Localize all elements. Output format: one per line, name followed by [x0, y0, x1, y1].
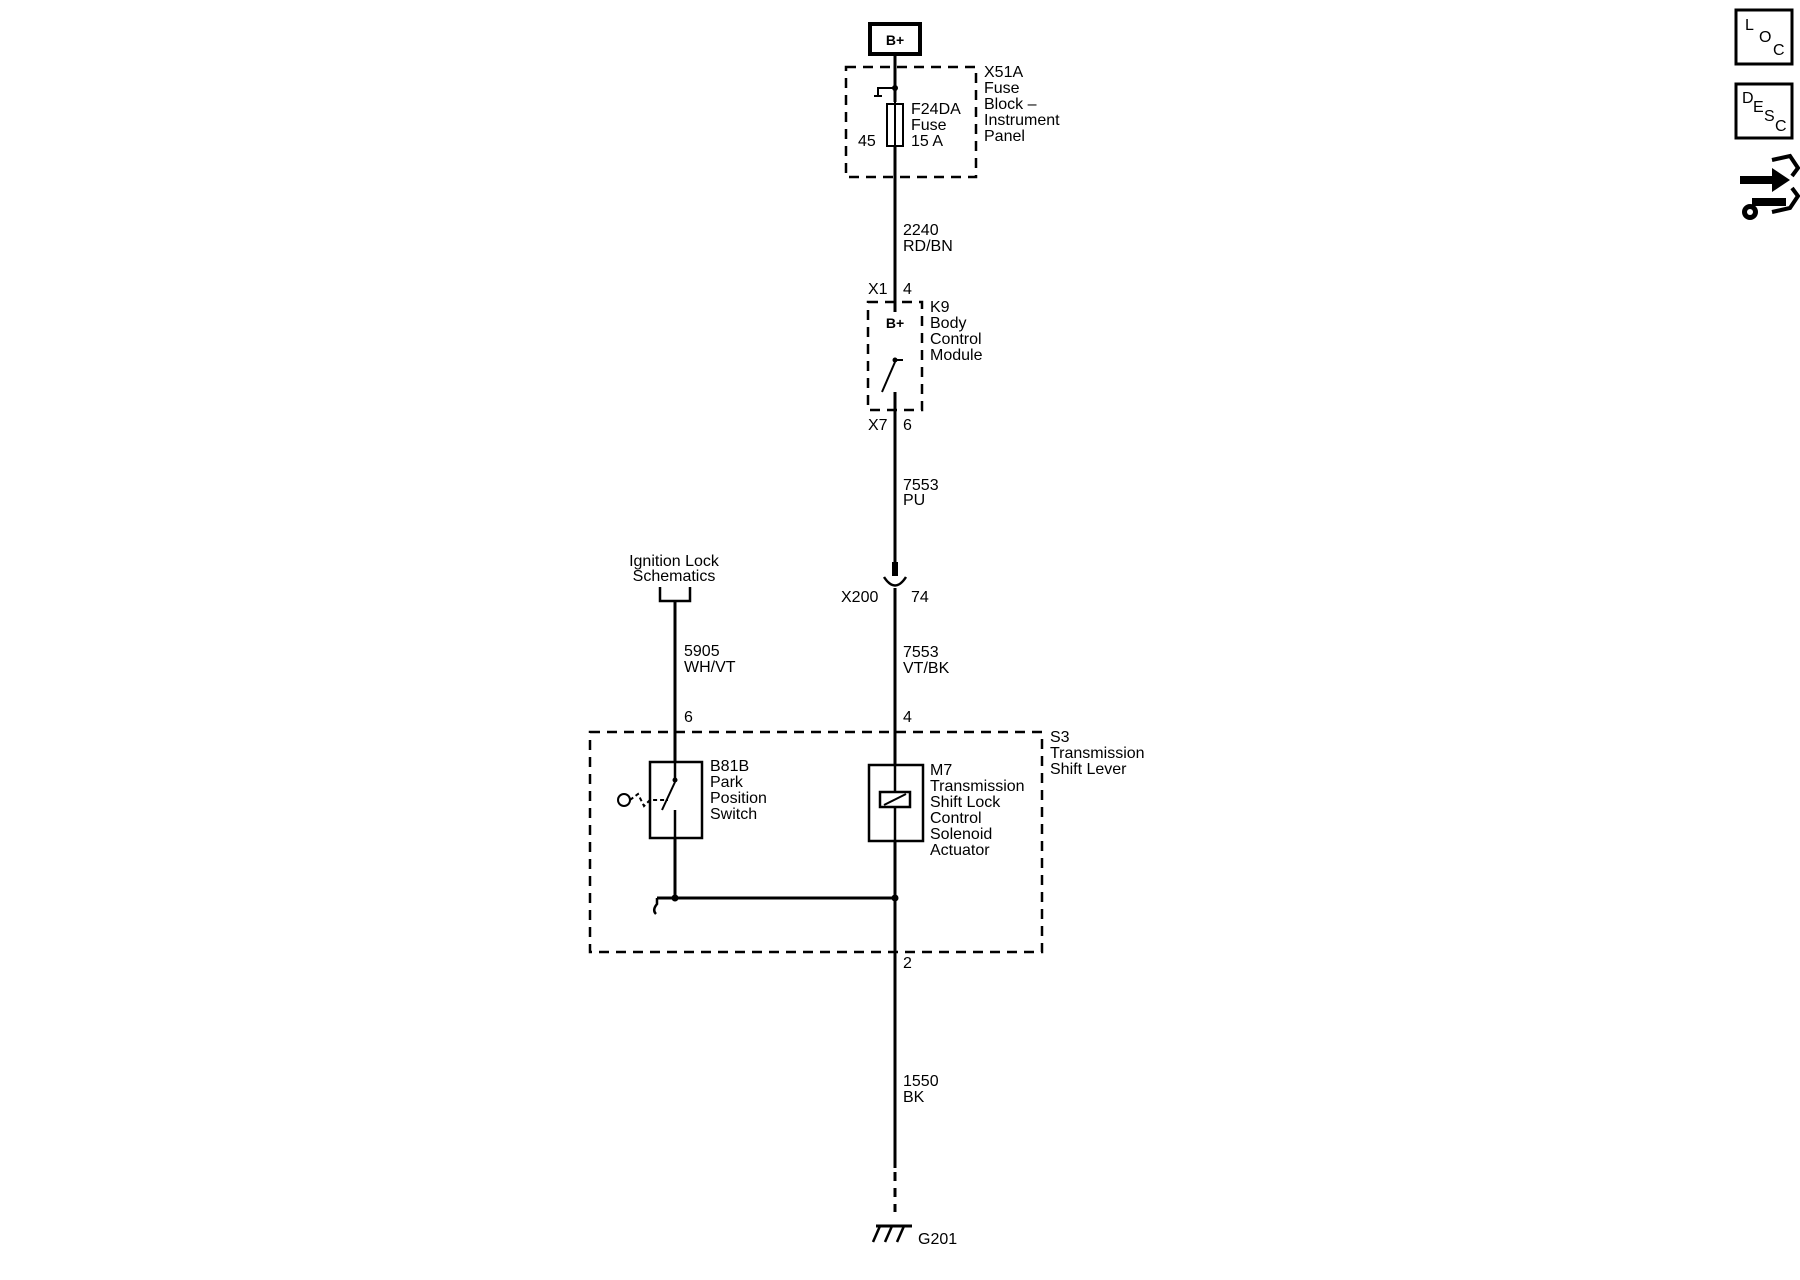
wire-1550-color: BK [903, 1089, 925, 1106]
switch-actuator-icon [617, 793, 631, 807]
fuse-block-name-4: Instrument [984, 112, 1060, 129]
desc-letter-c: C [1775, 118, 1787, 135]
ignition-ref-line-1[interactable]: Ignition Lock [629, 553, 720, 570]
s3-name-1: S3 [1050, 729, 1070, 746]
wire-7553-pu-color: PU [903, 492, 925, 509]
bcm-name-2: Body [930, 315, 966, 332]
power-source: B+ [868, 22, 922, 56]
m7-name-3: Shift Lock [930, 794, 1001, 811]
bcm-internal-label: B+ [886, 315, 904, 331]
fuse-block-name-5: Panel [984, 128, 1025, 145]
location-icon[interactable]: L O C [1734, 8, 1794, 66]
s3-pin-left: 6 [684, 709, 693, 726]
wire-5905-circuit: 5905 [684, 643, 720, 660]
diagnostic-tool-icon[interactable] [1740, 153, 1800, 220]
m7-name-2: Transmission [930, 778, 1025, 795]
body-control-module: X1 4 B+ K9 Body Control Module X7 6 [866, 281, 983, 434]
inline-connector-x200: X200 74 [841, 562, 929, 606]
wire-1550: 1550 BK [893, 952, 939, 1212]
wire-7553-pu: 7553 PU [893, 410, 939, 572]
power-source-label: B+ [886, 32, 904, 48]
loc-letter-l: L [1745, 17, 1754, 34]
m7-name-1: M7 [930, 762, 952, 779]
bcm-connector-in: X1 [868, 281, 888, 298]
wire-7553-pu-circuit: 7553 [903, 477, 939, 494]
wire-2240-color: RD/BN [903, 238, 953, 255]
desc-letter-s: S [1764, 108, 1775, 125]
m7-name-4: Control [930, 810, 982, 827]
b81b-name-1: B81B [710, 758, 749, 775]
bcm-name-1: K9 [930, 299, 950, 316]
x200-pin: 74 [911, 589, 929, 606]
fuse-block-name-2: Fuse [984, 80, 1020, 97]
park-position-switch: B81B Park Position Switch [617, 758, 767, 840]
wire-7553-vtbk: 7553 VT/BK [893, 588, 950, 765]
bcm-pin-in: 4 [903, 281, 912, 298]
bcm-pin-out: 6 [903, 417, 912, 434]
fuse-name-line-1: F24DA [911, 101, 961, 118]
b81b-name-4: Switch [710, 806, 757, 823]
fuse-block: 45 F24DA Fuse 15 A X51A Fuse Block – Ins… [844, 54, 1060, 179]
transmission-shift-lever: 6 4 S3 Transmission Shift Lever B81B Par… [588, 709, 1145, 972]
ground-g201: G201 [871, 1224, 957, 1248]
shift-lock-solenoid: M7 Transmission Shift Lock Control Solen… [867, 762, 1025, 859]
fuse-name-line-2: Fuse [911, 117, 947, 134]
b81b-name-2: Park [710, 774, 744, 791]
loc-letter-o: O [1759, 29, 1771, 46]
wire-2240-circuit: 2240 [903, 222, 939, 239]
s3-pin-right: 4 [903, 709, 912, 726]
s3-name-2: Transmission [1050, 745, 1145, 762]
ground-name: G201 [918, 1231, 957, 1248]
bcm-name-4: Module [930, 347, 983, 364]
m7-name-6: Actuator [930, 842, 990, 859]
wire-7553-vtbk-circuit: 7553 [903, 644, 939, 661]
wire-1550-circuit: 1550 [903, 1073, 939, 1090]
desc-letter-d: D [1742, 90, 1754, 107]
b81b-name-3: Position [710, 790, 767, 807]
s3-pin-ground: 2 [903, 955, 912, 972]
bcm-connector-out: X7 [868, 417, 888, 434]
ignition-lock-reference[interactable]: Ignition Lock Schematics [629, 553, 720, 603]
wire-7553-vtbk-color: VT/BK [903, 660, 950, 677]
fuse-block-name-3: Block – [984, 96, 1037, 113]
x200-name: X200 [841, 589, 878, 606]
wire-2240: 2240 RD/BN [893, 177, 953, 302]
description-icon[interactable]: D E S C [1734, 82, 1794, 140]
reference-flag-icon[interactable] [658, 587, 692, 603]
bcm-name-3: Control [930, 331, 982, 348]
fuse-name-line-3: 15 A [911, 133, 943, 150]
loc-letter-c: C [1773, 42, 1785, 59]
m7-name-5: Solenoid [930, 826, 992, 843]
desc-letter-e: E [1753, 99, 1764, 116]
ignition-ref-line-2[interactable]: Schematics [633, 568, 716, 585]
fuse-pin: 45 [858, 133, 876, 150]
fuse-block-name-1: X51A [984, 64, 1023, 81]
wire-5905: 5905 WH/VT [673, 601, 736, 762]
s3-name-3: Shift Lever [1050, 761, 1127, 778]
wire-5905-color: WH/VT [684, 659, 736, 676]
